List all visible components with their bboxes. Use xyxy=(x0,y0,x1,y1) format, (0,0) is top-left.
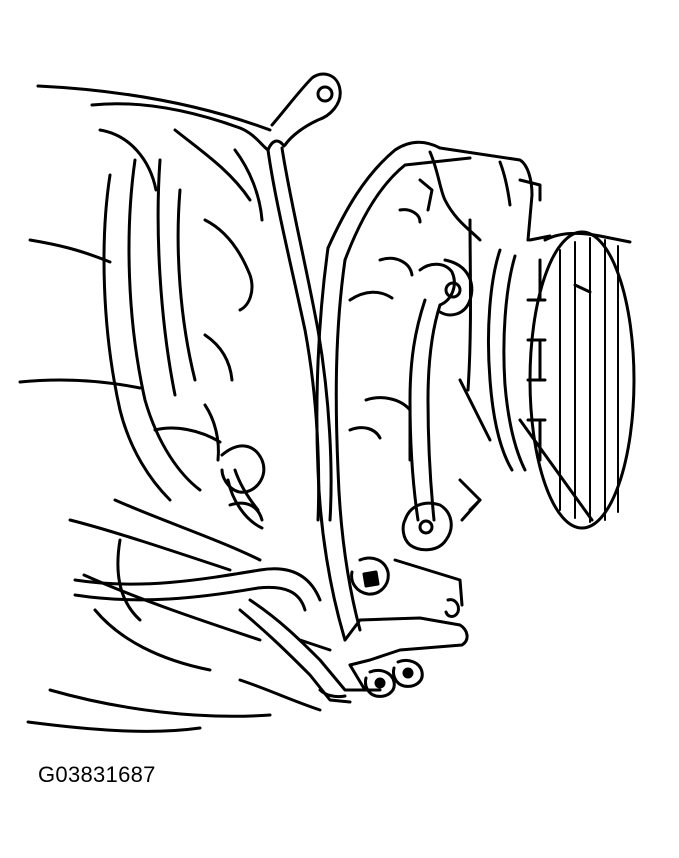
wire-harness xyxy=(73,444,322,612)
figure-id-label: G03831687 xyxy=(38,762,156,787)
mount-bracket xyxy=(238,556,469,704)
shift-linkage xyxy=(393,262,482,618)
extension-housing xyxy=(315,140,542,642)
ground-strap xyxy=(266,72,342,522)
output-shaft xyxy=(486,230,636,530)
